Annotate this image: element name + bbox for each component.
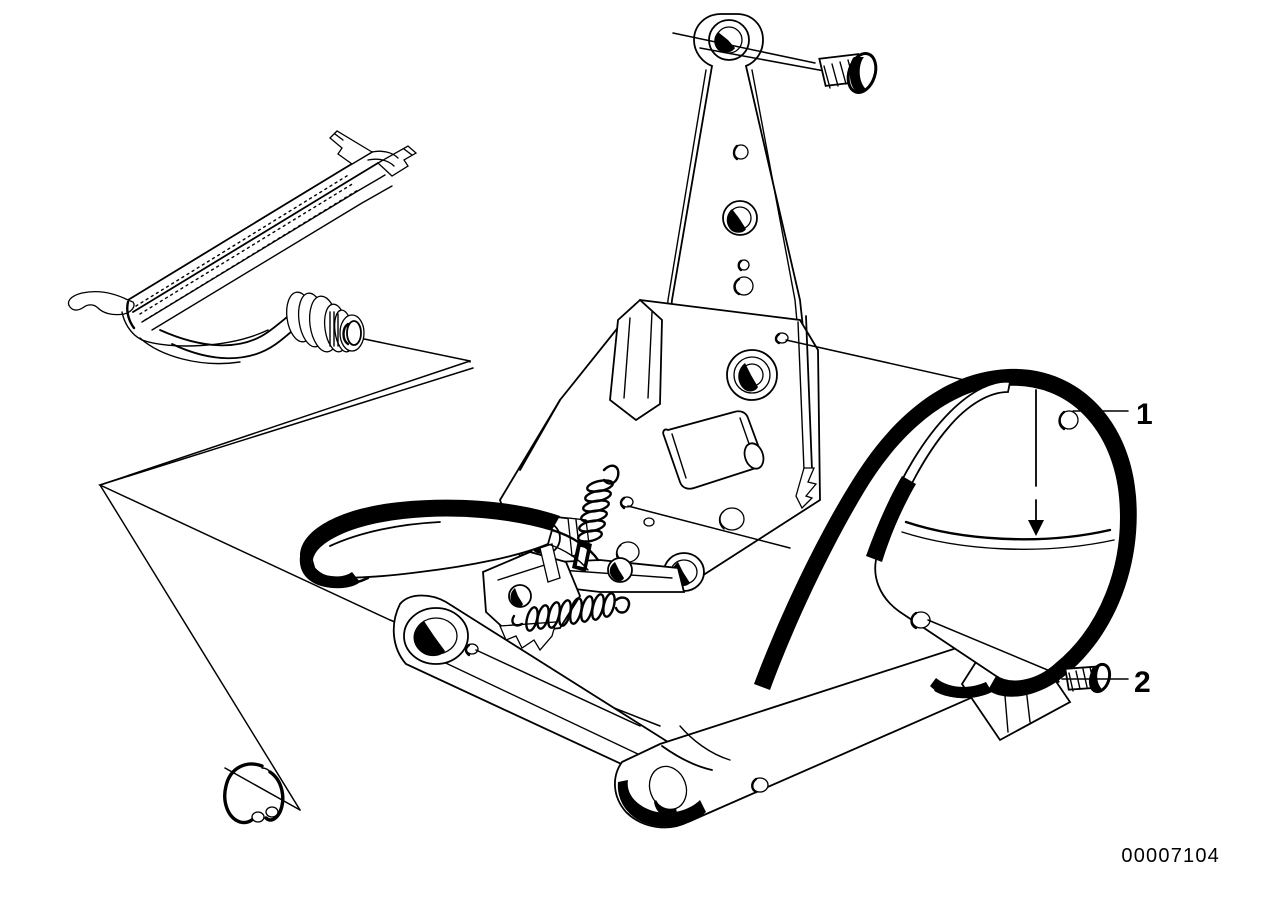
rod-knurled-knob (286, 291, 365, 353)
release-lever-handle (299, 499, 600, 589)
callout-2-label: 2 (1134, 666, 1151, 699)
recliner-backplate (499, 298, 1001, 592)
screw-cover (1064, 662, 1112, 694)
screw-top (818, 52, 878, 94)
screw-top-leader (672, 32, 831, 73)
seat-rail-lower (392, 594, 1060, 829)
pivot-boss-upper (726, 349, 778, 401)
cover-trim-panel (754, 368, 1137, 699)
callout-1-label: 1 (1136, 398, 1153, 431)
tension-spring-horizontal (511, 592, 631, 632)
connecting-rod-assembly (67, 130, 418, 365)
figure-id: 00007104 (1121, 845, 1220, 867)
circlip-snap-ring (223, 762, 285, 825)
plate-slot (662, 410, 765, 490)
callout-2[interactable]: 2 (1061, 666, 1151, 699)
callout-1[interactable]: 1 (1072, 398, 1153, 431)
